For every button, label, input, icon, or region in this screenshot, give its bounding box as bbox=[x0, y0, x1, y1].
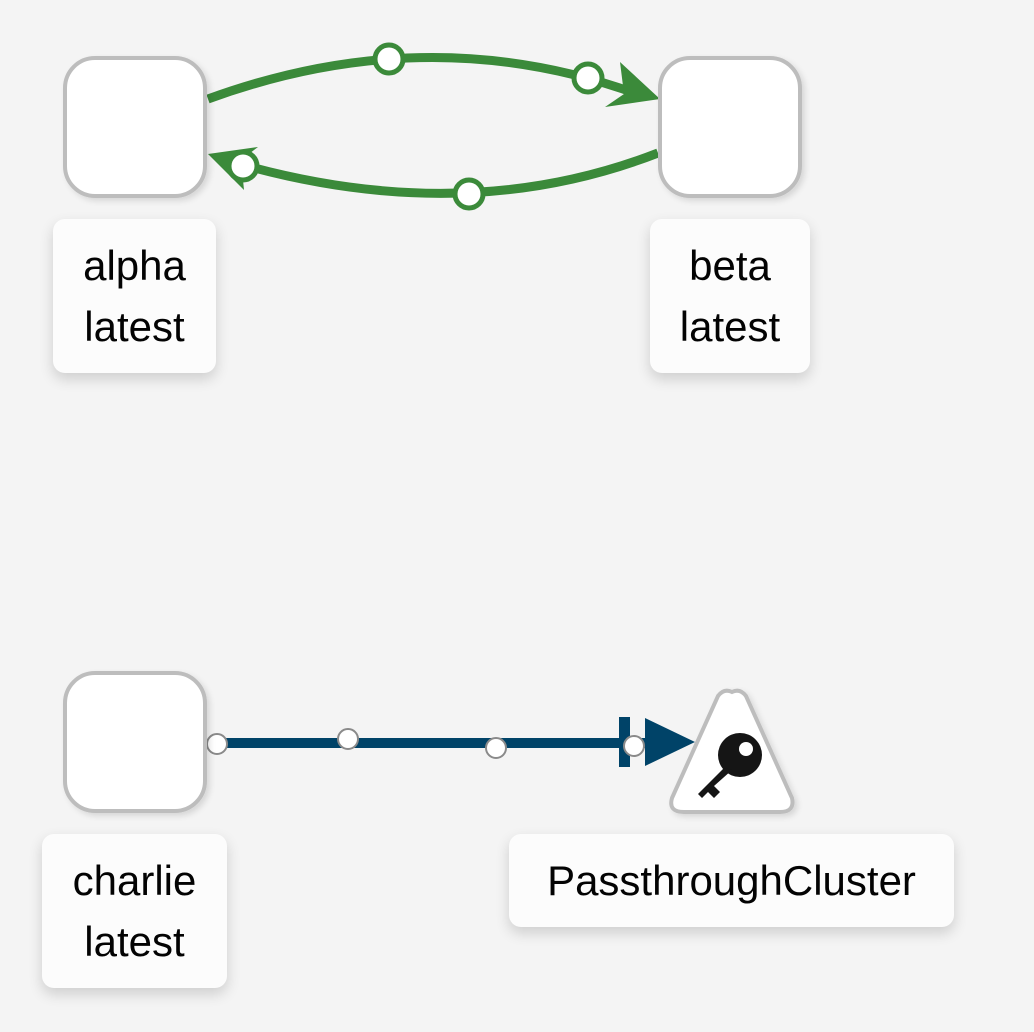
edge-alpha-to-beta[interactable] bbox=[206, 42, 660, 107]
node-passthrough-cluster[interactable] bbox=[669, 688, 795, 814]
edge-charlie-to-passthrough[interactable] bbox=[206, 717, 695, 767]
key-icon bbox=[698, 733, 762, 798]
node-version: latest bbox=[84, 918, 185, 965]
node-alpha[interactable] bbox=[63, 56, 207, 198]
edge-waypoint-dot bbox=[226, 149, 260, 183]
node-name: beta bbox=[689, 242, 771, 289]
edge-waypoint-dot bbox=[623, 735, 645, 757]
edge-waypoint-dot bbox=[206, 733, 228, 755]
edge-arrowhead bbox=[645, 718, 695, 766]
edge-arrowhead bbox=[605, 62, 660, 107]
edge-waypoint-dot bbox=[372, 42, 406, 76]
node-version: latest bbox=[679, 303, 781, 350]
node-label-beta: beta latest bbox=[650, 219, 810, 373]
node-label-alpha: alpha latest bbox=[53, 219, 216, 373]
node-version: latest bbox=[84, 303, 185, 350]
edge-waypoint-dot bbox=[485, 737, 507, 759]
node-label-passthrough-cluster: PassthroughCluster bbox=[509, 834, 954, 927]
node-charlie[interactable] bbox=[63, 671, 207, 813]
node-name: charlie bbox=[72, 857, 197, 904]
node-name: PassthroughCluster bbox=[547, 857, 916, 904]
node-beta[interactable] bbox=[658, 56, 802, 198]
node-label-charlie: charlie latest bbox=[42, 834, 227, 988]
edge-waypoint-dot bbox=[452, 177, 486, 211]
edge-beta-to-alpha[interactable] bbox=[208, 147, 660, 211]
node-name: alpha bbox=[83, 242, 186, 289]
edge-waypoint-dot bbox=[337, 728, 359, 750]
edge-path[interactable] bbox=[224, 148, 660, 198]
edge-waypoint-dot bbox=[571, 61, 605, 95]
